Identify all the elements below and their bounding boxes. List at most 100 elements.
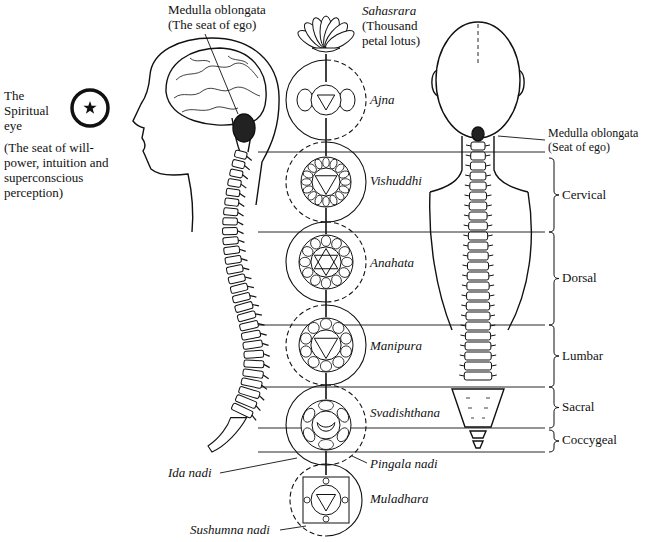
region-brace [549, 325, 559, 387]
transverse-process [466, 145, 490, 146]
spinous-process [239, 248, 245, 252]
chakra-circle [311, 485, 341, 515]
chakra-inner-circle [311, 330, 341, 360]
vertebra-body [228, 274, 246, 285]
sushumna-line [325, 118, 327, 156]
part-label: Coccygeal [562, 432, 617, 447]
vertebra [466, 302, 489, 310]
vertebra-body [232, 292, 251, 303]
part-label: Lumbar [562, 348, 603, 363]
vertebra [225, 198, 245, 207]
transverse-process [460, 365, 497, 366]
transverse-process [463, 245, 493, 246]
chakra-name: Manipura [370, 338, 422, 353]
spinous-process [244, 166, 251, 170]
vertebra [243, 369, 270, 379]
spinous-process [252, 303, 259, 308]
spinous-process [264, 353, 270, 356]
part-label: The Spiritual eye [4, 88, 64, 133]
chakra-square [303, 477, 349, 523]
part-label: Medulla oblongata (Seat of ego) [548, 126, 648, 154]
chakra-petal [323, 478, 329, 484]
chakra-inner-circle [312, 168, 340, 196]
vertebra [232, 291, 256, 303]
spinous-process [242, 175, 248, 179]
vertebra [239, 319, 264, 331]
vertebra [223, 208, 244, 217]
vertebra [230, 281, 254, 293]
part-label: Cervical [562, 187, 606, 202]
vertebra [227, 178, 247, 188]
vertebra [471, 152, 486, 160]
chakra-petal [320, 319, 331, 330]
part-label: Pingala nadi [370, 456, 438, 471]
vertebra [243, 339, 269, 350]
chakra-node: Svadishthana [300, 399, 352, 451]
transverse-process [466, 155, 491, 156]
chakra-petal [320, 361, 331, 372]
label-holder: Pingala nadi [370, 456, 438, 471]
vertebra [223, 236, 245, 245]
spinous-process [258, 322, 265, 326]
transverse-process [461, 305, 494, 306]
vertebra [468, 252, 488, 260]
chakra-node: Vishuddhi [300, 156, 352, 208]
chakra-triangle [314, 249, 337, 269]
chakra-petal [304, 497, 310, 503]
brain-outline [166, 48, 266, 125]
sushumna-line [325, 290, 327, 317]
vertebra-body [244, 360, 264, 368]
vertebra-body [231, 403, 254, 419]
vertebra-body [239, 320, 259, 331]
spinous-process [262, 342, 268, 346]
transverse-process [464, 215, 492, 216]
chakra-circle [299, 318, 353, 372]
chakra-symbol [296, 82, 356, 118]
chakra-node: Sahasrara(Thousand petal lotus) [294, 6, 358, 54]
transverse-process [465, 185, 491, 186]
neck-shoulders [430, 136, 528, 192]
spinous-process [243, 267, 249, 271]
vertebra [464, 372, 492, 380]
vertebra [228, 272, 252, 284]
sacrum-side [208, 418, 247, 452]
region-brace [549, 430, 559, 452]
chakra-petal [300, 257, 311, 266]
vertebra [229, 169, 249, 180]
head-outline [150, 38, 279, 205]
chakra-name: Ajna [370, 92, 395, 107]
lotus-base [312, 48, 340, 52]
spinous-process [260, 332, 266, 336]
vertebra [467, 292, 490, 300]
chakra-petal [321, 278, 330, 289]
vertebra-body [230, 283, 248, 294]
chakra-symbol [298, 234, 354, 290]
chakra-circle [299, 235, 353, 289]
vertebra [234, 150, 253, 161]
transverse-process [465, 165, 490, 166]
level-line [258, 152, 545, 452]
spinous-process [237, 222, 243, 225]
vertebra [465, 342, 491, 350]
spinous-process [240, 184, 246, 188]
part-label: Dorsal [562, 270, 597, 285]
medulla-oblongata [472, 127, 484, 141]
vertebra-body [222, 227, 237, 235]
spiritual-eye [72, 90, 108, 126]
chakra-symbol [300, 399, 352, 451]
label-holder: Ida nadi [168, 465, 212, 480]
vertebra-body [223, 208, 238, 216]
chakra-triangle [315, 176, 337, 195]
chakra-node: Anahata [298, 234, 354, 290]
head-midline [478, 24, 479, 64]
spinous-process [255, 312, 262, 317]
vertebra-body [226, 264, 243, 274]
spinous-process [258, 396, 265, 401]
chakra-petal [321, 236, 330, 247]
vertebra [232, 159, 251, 170]
vertebra-body [223, 218, 238, 226]
chakra-name: Vishuddhi [370, 173, 422, 188]
transverse-process [463, 235, 492, 236]
chakra-circle [301, 157, 351, 207]
chakra-triangle [314, 255, 337, 275]
